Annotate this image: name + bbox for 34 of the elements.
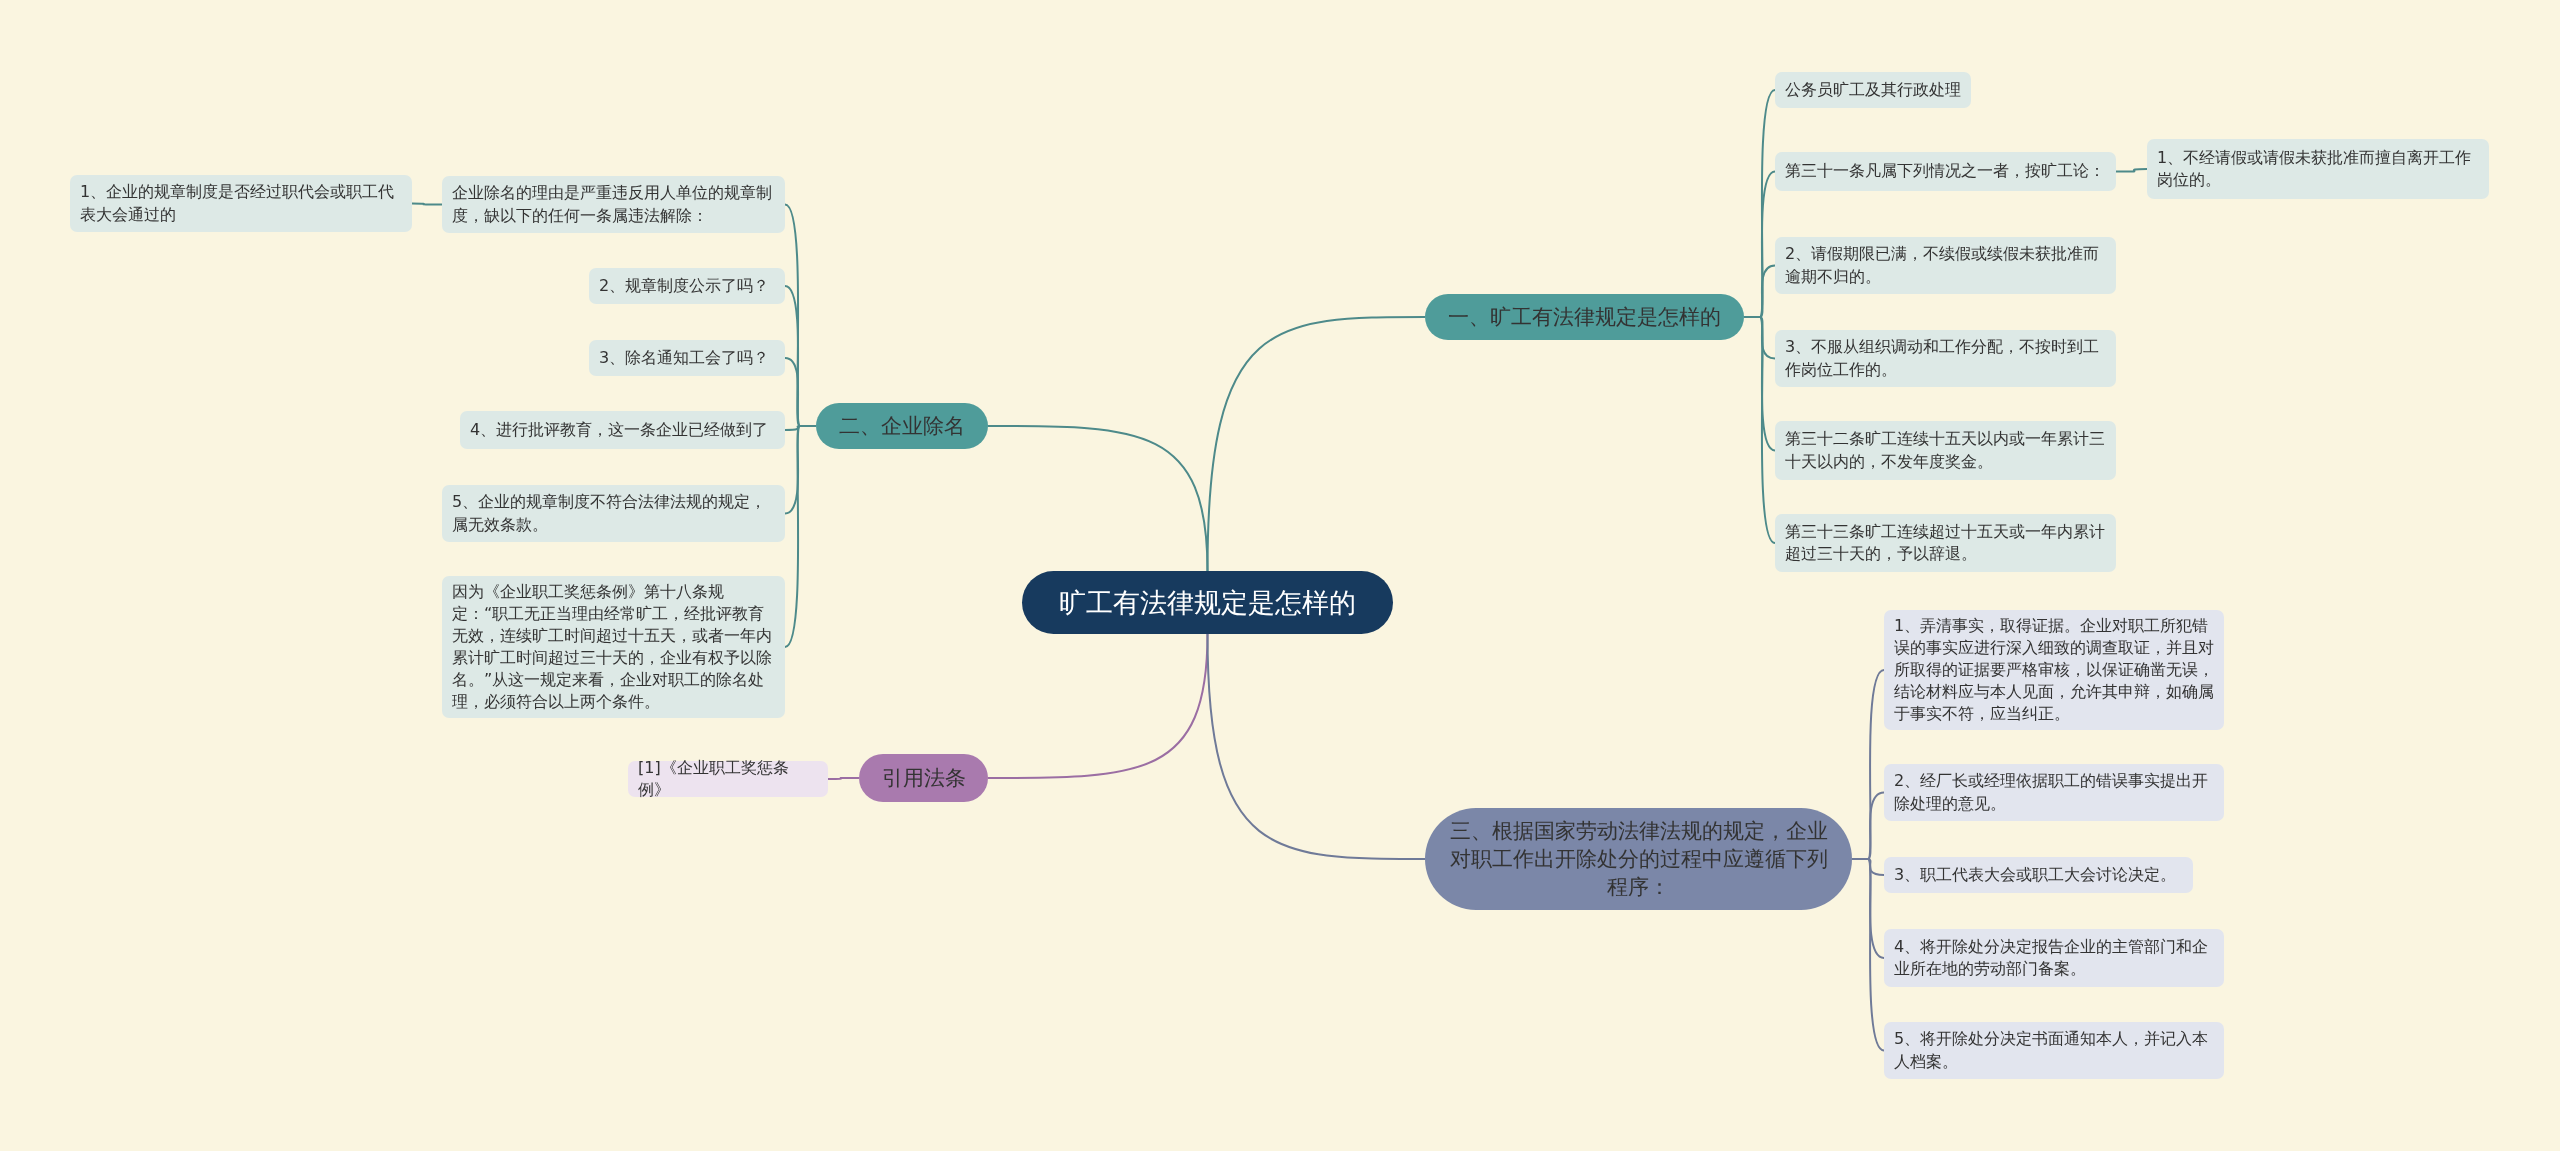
subtopic-box: 5、将开除处分决定书面通知本人，并记入本人档案。	[1884, 1022, 2224, 1079]
connector-line	[2115, 168, 2148, 173]
branch-topic: 引用法条	[859, 754, 988, 802]
subtopic-box: 3、职工代表大会或职工大会讨论决定。	[1884, 857, 2193, 893]
connector-line	[784, 425, 817, 648]
subtopic-box: 1、弄清事实，取得证据。企业对职工所犯错误的事实应进行深入细致的调查取证，并且对所取得的证据要严格审核，以保证确凿无误，结论材料应与本人见面，允许其申辩，如确属于事实不符，应当纠正。	[1884, 610, 2224, 730]
connector-line	[987, 425, 1209, 572]
subtopic-box: 第三十一条凡属下列情况之一者，按旷工论：	[1775, 152, 2116, 191]
connector-line	[827, 777, 860, 780]
central-topic: 旷工有法律规定是怎样的	[1022, 571, 1393, 634]
branch-topic: 三、根据国家劳动法律法规的规定，企业对职工作出开除处分的过程中应遵循下列程序：	[1425, 808, 1852, 910]
branch-topic: 一、旷工有法律规定是怎样的	[1425, 294, 1744, 340]
subtopic-box: 3、不服从组织调动和工作分配，不按时到工作岗位工作的。	[1775, 330, 2116, 387]
subtopic-box: 4、将开除处分决定报告企业的主管部门和企业所在地的劳动部门备案。	[1884, 929, 2224, 987]
subtopic-box: 第三十三条旷工连续超过十五天或一年内累计超过三十天的，予以辞退。	[1775, 514, 2116, 572]
connector-line	[1206, 633, 1426, 860]
subtopic-box: 企业除名的理由是严重违反用人单位的规章制度，缺以下的任何一条属违法解除：	[442, 176, 785, 233]
connector-line	[987, 633, 1209, 779]
subtopic-box: 2、经厂长或经理依据职工的错误事实提出开除处理的意见。	[1884, 764, 2224, 821]
branch-topic: 二、企业除名	[816, 403, 988, 449]
subtopic-box: 1、企业的规章制度是否经过职代会或职工代表大会通过的	[70, 175, 412, 232]
subtopic-box: 2、请假期限已满，不续假或续假未获批准而逾期不归的。	[1775, 237, 2116, 294]
subtopic-box: 3、除名通知工会了吗？	[589, 340, 785, 376]
subtopic-box: 4、进行批评教育，这一条企业已经做到了	[460, 411, 785, 449]
connector-line	[411, 202, 443, 206]
connector-line	[1743, 316, 1776, 544]
subtopic-box: 1、不经请假或请假未获批准而擅自离开工作岗位的。	[2147, 139, 2489, 199]
subtopic-box: 5、企业的规章制度不符合法律法规的规定，属无效条款。	[442, 485, 785, 542]
subtopic-box: [1]《企业职工奖惩条例》	[628, 761, 828, 797]
connector-line	[1851, 858, 1885, 1052]
subtopic-box: 2、规章制度公示了吗？	[589, 268, 785, 304]
subtopic-box: 因为《企业职工奖惩条例》第十八条规定：“职工无正当理由经常旷工，经批评教育无效，连续旷工时间超过十五天，或者一年内累计旷工时间超过三十天的，企业有权予以除名。”从这一规定来看，企业对职工的除名处理，必须符合以上两个条件。	[442, 576, 785, 718]
subtopic-box: 公务员旷工及其行政处理	[1775, 72, 1971, 108]
subtopic-box: 第三十二条旷工连续十五天以内或一年累计三十天以内的，不发年度奖金。	[1775, 421, 2116, 480]
